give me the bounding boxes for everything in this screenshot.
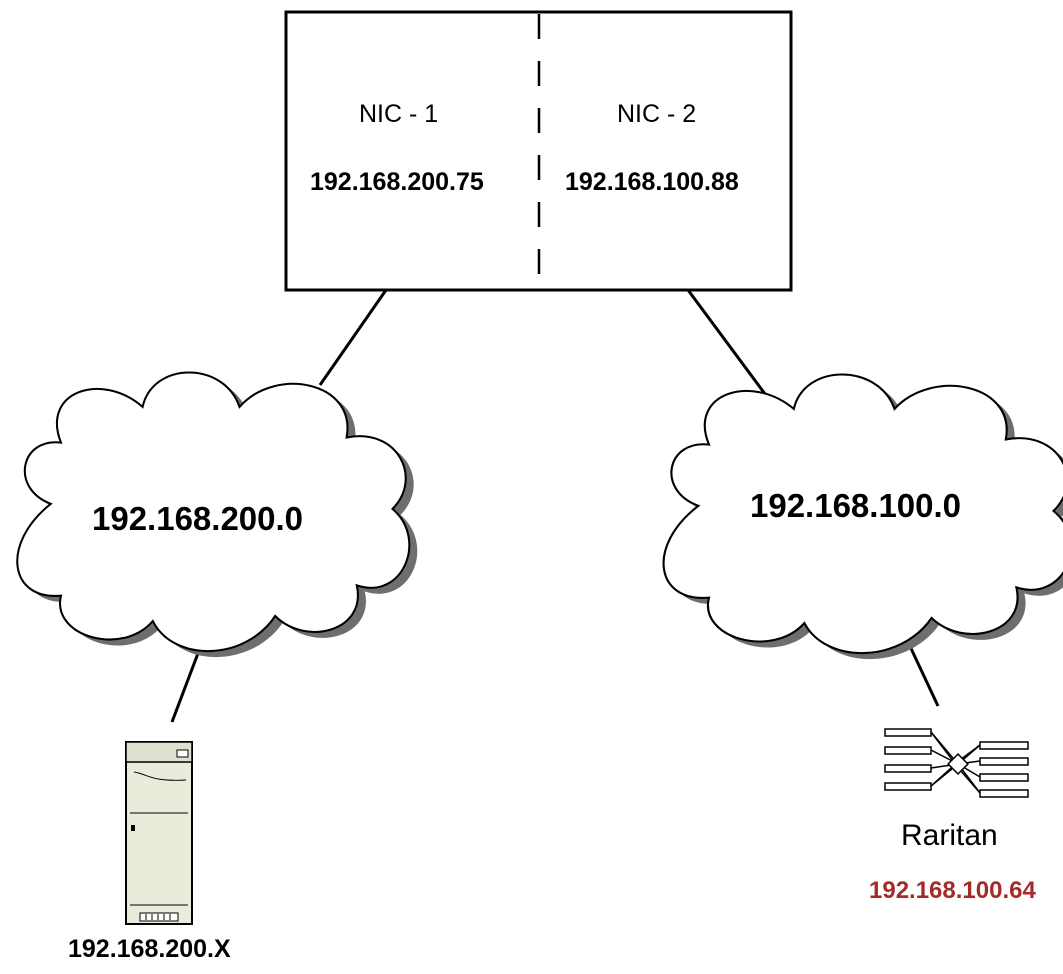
network-right-label: 192.168.100.0 xyxy=(750,487,962,524)
server-ip: 192.168.200.X xyxy=(68,935,231,963)
link-right-network-to-raritan xyxy=(906,641,940,707)
nic1-name: NIC - 1 xyxy=(359,100,439,128)
nic1-ip: 192.168.200.75 xyxy=(310,168,484,196)
nic2-name: NIC - 2 xyxy=(617,100,697,128)
gateway-box xyxy=(284,10,793,292)
raritan-ip: 192.168.100.64 xyxy=(869,877,1036,904)
network-left-label: 192.168.200.0 xyxy=(92,500,304,537)
raritan-switch-icon xyxy=(884,728,1029,798)
link-nic1-to-left-network xyxy=(318,289,388,386)
link-nic2-to-right-network xyxy=(686,289,770,399)
server-tower-icon xyxy=(125,741,193,925)
raritan-name: Raritan xyxy=(901,819,998,852)
nic2-ip: 192.168.100.88 xyxy=(565,168,739,196)
link-left-network-to-server xyxy=(170,647,202,723)
